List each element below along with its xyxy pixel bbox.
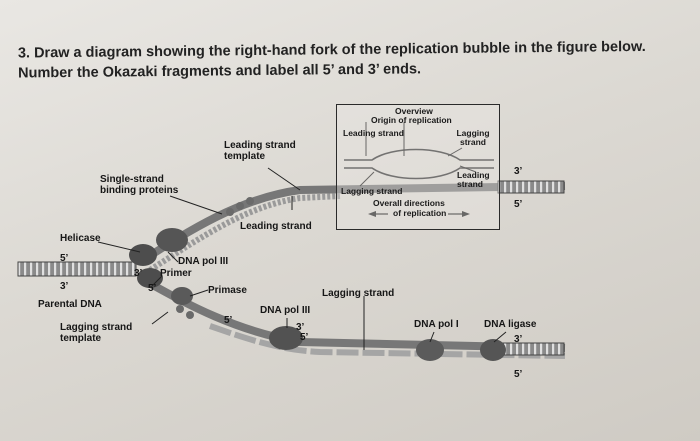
- label-primase: Primase: [208, 285, 247, 296]
- label-dna-ligase: DNA ligase: [484, 319, 537, 330]
- label-single-strand-binding-proteins: Single-strand binding proteins: [100, 174, 179, 196]
- overview-leading-strand-right: Leading strand: [457, 170, 490, 189]
- overview-lagging-strand: Lagging strand: [456, 128, 490, 147]
- label-leading-strand: Leading strand: [240, 221, 312, 232]
- label-5prime-top-left: 5’: [60, 253, 69, 264]
- overview-of-replication: of replication: [393, 208, 447, 218]
- label-dna-pol-iii-lagging: DNA pol III: [260, 305, 311, 316]
- dna-ligase-shape: [480, 339, 506, 361]
- label-3prime-right-bottom: 3’: [514, 334, 523, 345]
- overview-leading-strand: Leading strand: [343, 128, 404, 138]
- label-parental-dna: Parental DNA: [38, 299, 102, 310]
- right-upper-duplex: [497, 180, 565, 194]
- right-lower-duplex: [497, 342, 565, 356]
- overview-title: Overview: [395, 106, 433, 116]
- overview-bubble: [344, 122, 494, 217]
- ssb-proteins: [176, 197, 254, 319]
- label-lagging-strand: Lagging strand: [322, 288, 395, 299]
- overview-inset-box: Overview Origin of replication Leading s…: [336, 104, 500, 230]
- dna-pol-iii-leading-shape: [156, 228, 188, 252]
- dna-pol-i-shape: [416, 339, 444, 361]
- label-3prime-mid: 3’: [296, 322, 305, 333]
- label-5prime-mid: 5’: [300, 332, 309, 343]
- label-5prime-right-top: 5’: [514, 199, 523, 210]
- label-3prime-right-top: 3’: [514, 166, 523, 177]
- label-5prime-primer: 5’: [148, 283, 157, 294]
- label-dna-pol-iii-leading: DNA pol III: [178, 256, 229, 267]
- label-5prime-right-bottom: 5’: [514, 369, 523, 380]
- lagging-strand-fragments: [209, 323, 566, 359]
- label-5prime-mid-left: 5’: [224, 315, 233, 326]
- overview-origin-label: Origin of replication: [371, 115, 452, 125]
- label-lagging-strand-template: Lagging strand template: [60, 322, 133, 344]
- helicase-shape: [129, 244, 163, 288]
- primase-shape: [171, 287, 193, 305]
- label-helicase: Helicase: [60, 233, 101, 244]
- label-3prime-bottom-left: 3’: [60, 281, 69, 292]
- leading-template-arm: [137, 182, 566, 266]
- overview-overall-directions: Overall directions: [373, 198, 445, 208]
- label-pointers: [97, 167, 507, 350]
- parental-dna-duplex: [17, 261, 137, 277]
- leading-strand-new: [148, 193, 341, 273]
- overview-lagging-strand-bottom: Lagging strand: [341, 186, 403, 196]
- label-primer: Primer: [160, 268, 192, 279]
- dna-pol-iii-lagging-shape: [269, 326, 303, 350]
- label-3prime-primer: 3’: [134, 268, 143, 279]
- label-leading-strand-template: Leading strand template: [224, 140, 296, 162]
- label-dna-pol-i: DNA pol I: [414, 319, 459, 330]
